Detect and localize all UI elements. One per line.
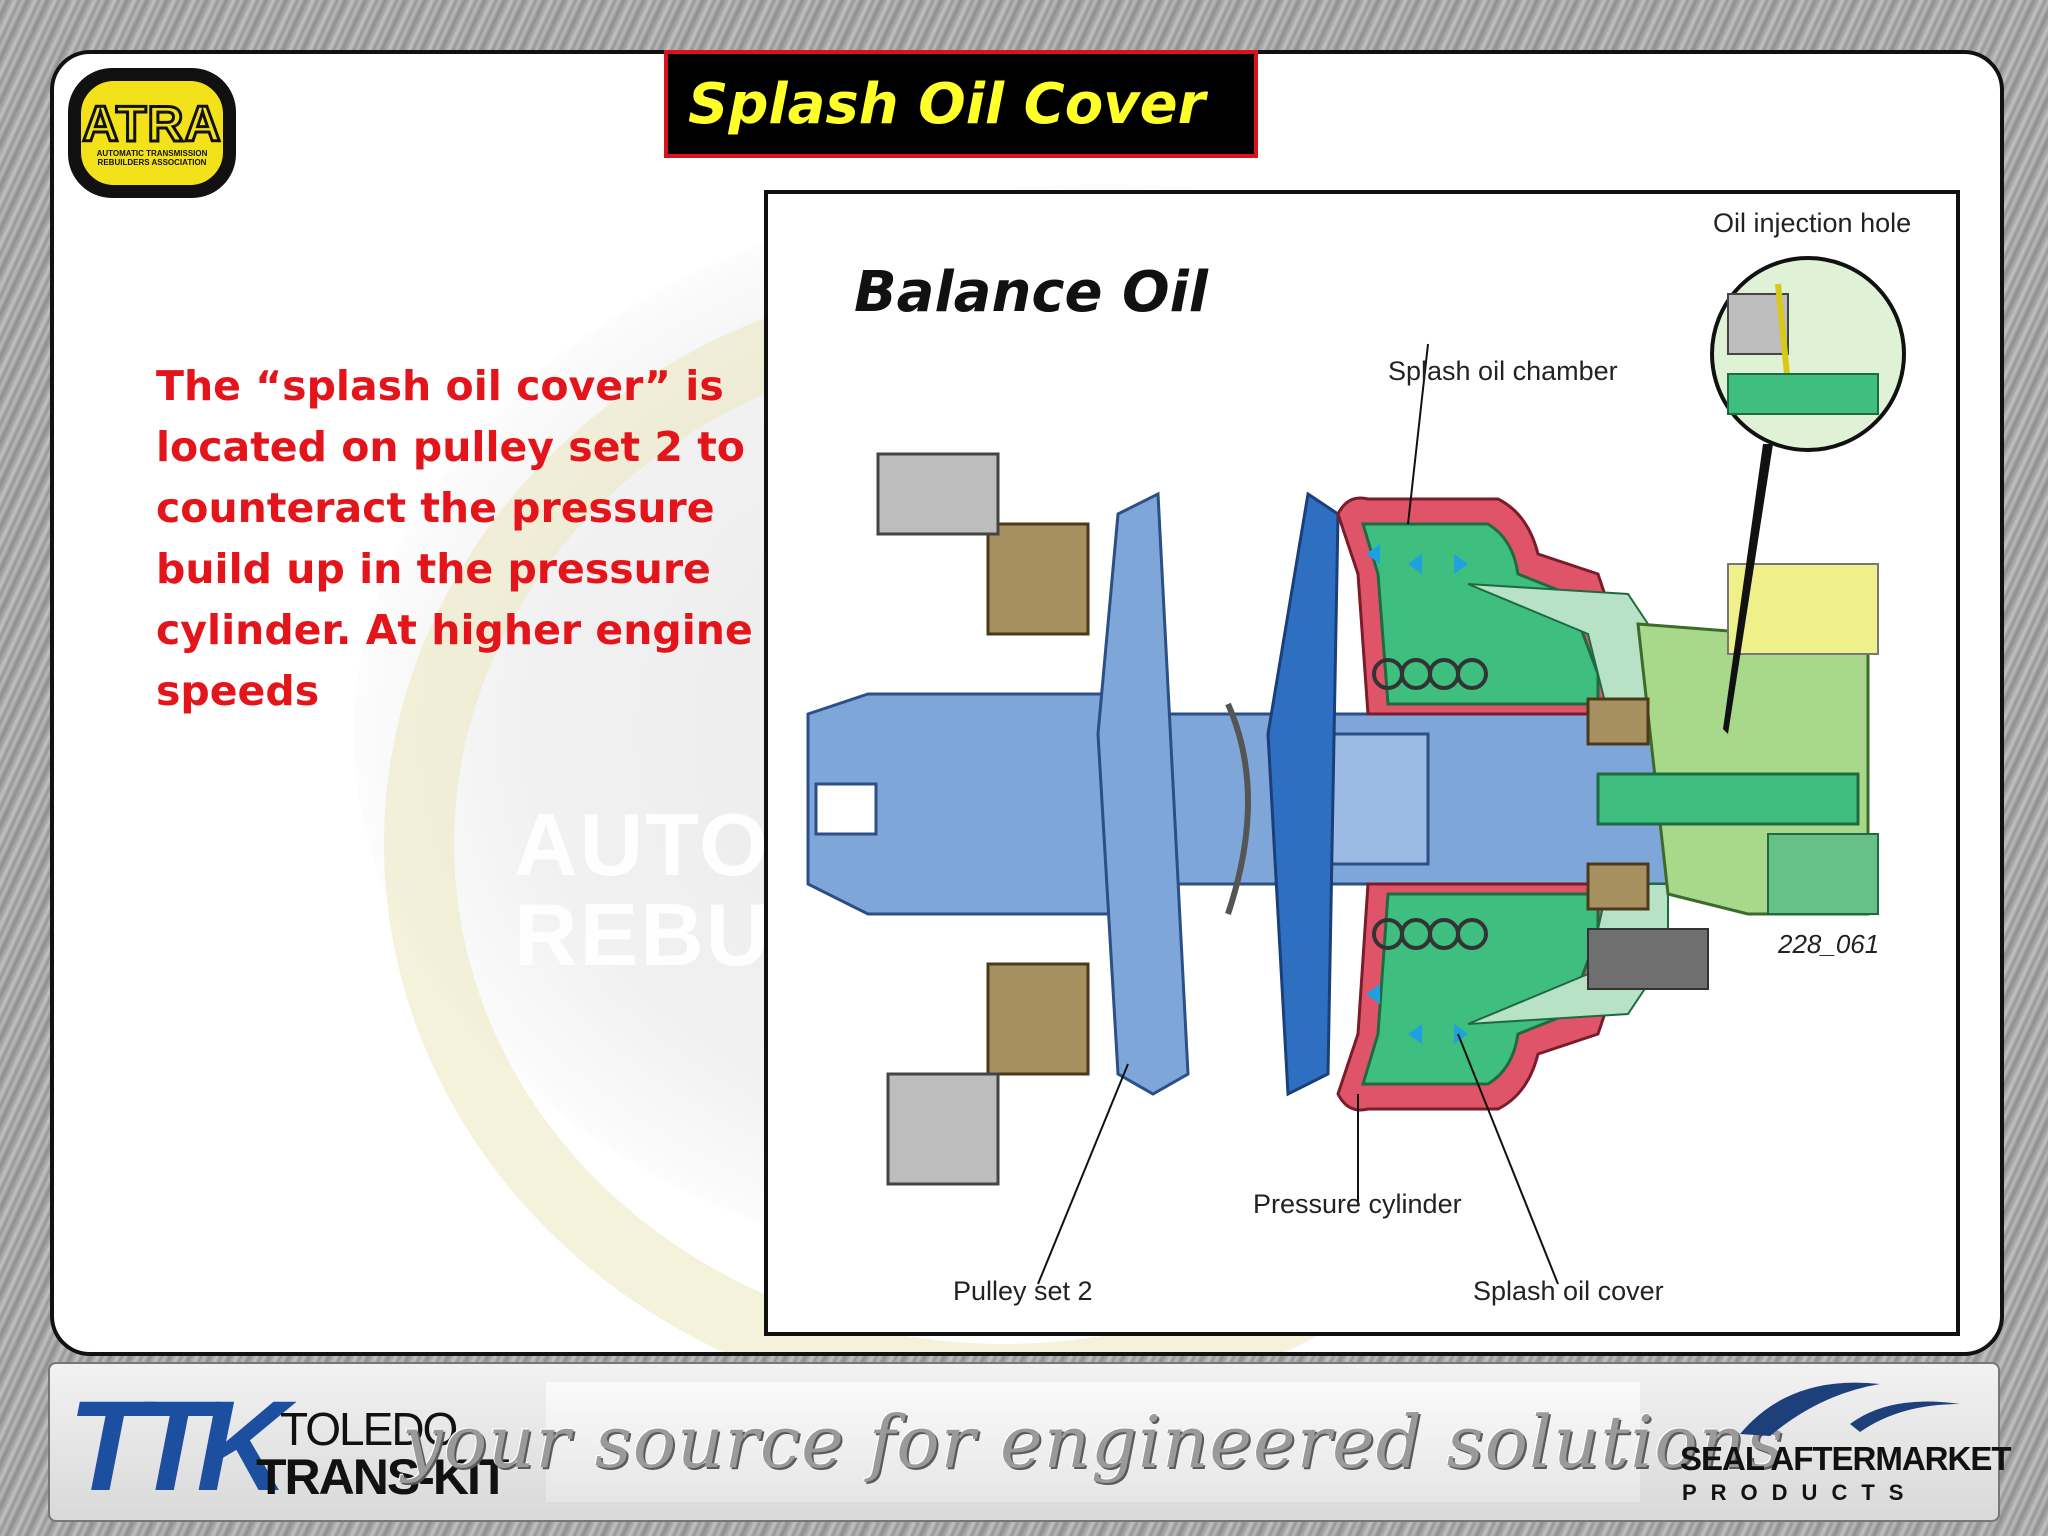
slide-title: Splash Oil Cover xyxy=(688,71,1206,137)
atra-logo-word: ATRA xyxy=(81,96,222,152)
pulley-cross-section-diagram xyxy=(806,256,1906,1285)
left-bearing-upper xyxy=(986,522,1090,636)
right-housing-yellow xyxy=(1727,563,1879,655)
ttk-logo-line2: TRANS-KIT xyxy=(256,1449,509,1505)
label-pressure-cylinder: Pressure cylinder xyxy=(1253,1189,1462,1219)
slide-title-box: Splash Oil Cover xyxy=(664,50,1258,158)
balance-oil-figure: Balance Oil Oil injection hole Splash oi… xyxy=(764,190,1960,1336)
right-lower-seals xyxy=(1767,833,1879,915)
seal-swoosh-icon xyxy=(1740,1382,1960,1436)
sensor-lower-right xyxy=(1587,928,1709,990)
ttk-logo-line1: TOLEDO xyxy=(280,1403,458,1455)
atra-logo-subtitle: AUTOMATIC TRANSMISSION REBUILDERS ASSOCI… xyxy=(96,149,208,167)
inset-green-chamber xyxy=(1727,373,1879,415)
left-bearing-lower xyxy=(986,962,1090,1076)
seal-aftermarket-logo: SEAL AFTERMARKET PRODUCTS xyxy=(1680,1374,2011,1514)
tagline-text: your source for engineered solutions xyxy=(402,1400,1784,1484)
label-oil-injection-hole: Oil injection hole xyxy=(1713,208,1912,238)
inset-pointer xyxy=(1723,444,1773,734)
label-splash-oil-chamber: Splash oil chamber xyxy=(1388,356,1618,386)
leader-splash-oil-cover xyxy=(1457,1033,1559,1285)
rotation-arrow xyxy=(1225,702,1251,915)
atra-logo-badge: ATRA AUTOMATIC TRANSMISSION REBUILDERS A… xyxy=(78,78,226,188)
figure-code: 228_061 xyxy=(1778,929,1880,959)
seal-logo-line1: SEAL AFTERMARKET xyxy=(1680,1440,2011,1477)
right-bearing-upper xyxy=(1586,697,1650,746)
spring-coils-lower xyxy=(1372,918,1488,950)
tagline-box: your source for engineered solutions xyxy=(402,1382,1783,1502)
label-pulley-set-2: Pulley set 2 xyxy=(953,1276,1093,1306)
shaft-oil-gallery xyxy=(1596,772,1860,826)
toledo-trans-kit-logo: TTK TOLEDO TRANS-KIT xyxy=(68,1375,509,1518)
leader-pulley-set-2 xyxy=(1037,1063,1129,1285)
oil-flow-arrows xyxy=(1366,544,1468,1044)
fixed-pulley-sheave xyxy=(1096,491,1190,1096)
figure-title: Balance Oil xyxy=(854,260,1208,325)
movable-pulley-sheave xyxy=(1266,491,1340,1097)
footer-banner: TTK TOLEDO TRANS-KIT your source for eng… xyxy=(48,1362,2011,1522)
housing-upper-left xyxy=(876,452,1000,536)
seal-logo-line2: PRODUCTS xyxy=(1682,1480,1918,1505)
slide-body-text: The “splash oil cover” is located on pul… xyxy=(156,362,753,715)
spring-coils-upper xyxy=(1372,658,1488,690)
shaft-bore xyxy=(814,782,878,836)
right-bearing-lower xyxy=(1586,862,1650,911)
label-splash-oil-cover: Splash oil cover xyxy=(1473,1276,1664,1306)
housing-lower-left xyxy=(886,1072,1000,1186)
ttk-logo-mark: TTK xyxy=(68,1375,289,1518)
atra-logo: ATRA AUTOMATIC TRANSMISSION REBUILDERS A… xyxy=(68,68,236,198)
leader-splash-oil-chamber xyxy=(1407,343,1429,525)
shaft-collar xyxy=(1326,732,1430,866)
